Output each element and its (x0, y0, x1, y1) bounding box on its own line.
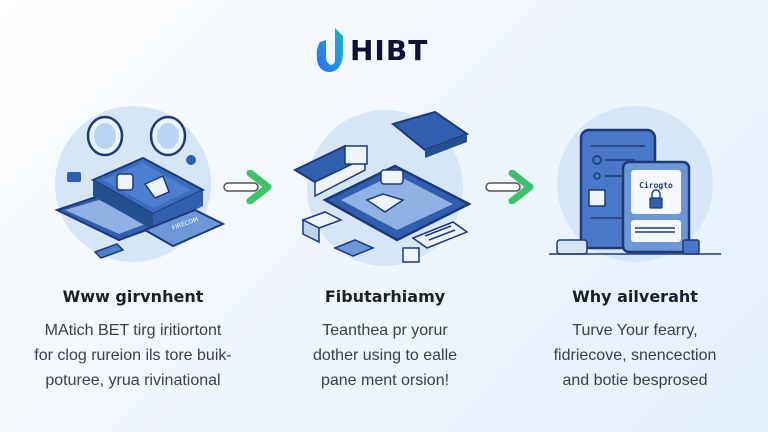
description-line: pane ment orsion! (320, 372, 450, 389)
description-line: poturee, yrua rivinational (45, 372, 221, 389)
description-line: and botie besprosed (562, 372, 708, 389)
hibt-logo: HIBT (316, 28, 428, 74)
arrow-right-icon (485, 170, 534, 204)
crypto-lock-devices-illustration: Cirogto (535, 100, 735, 275)
step-2-title: Fibutarhiamy (324, 287, 446, 306)
step-2: Fibutarhiamy Teanthea pr yorur dother us… (260, 100, 510, 393)
arrow-right-icon (223, 170, 272, 204)
description-line: dother using to ealle (312, 347, 458, 364)
brand-name: HIBT (350, 34, 429, 67)
step-1-title: Www girvnhent (62, 287, 204, 306)
description-line: Teanthea pr yorur (322, 322, 448, 339)
step-3-description: Turve Your fearry, fidriecove, snencecti… (554, 318, 717, 393)
hibt-drop-logo-icon (316, 28, 343, 72)
screen-label: Cirogto (639, 180, 673, 190)
isometric-platform-illustration (285, 100, 485, 275)
step-3: Cirogto Why ailveraht Turve Your fearry,… (510, 100, 760, 393)
description-line: MAtich BET tirg iritiortont (44, 322, 222, 339)
description-line: Turve Your fearry, (572, 322, 698, 339)
hardware-wallet-device-illustration: FIRECOM (33, 100, 233, 275)
description-line: fidriecove, snencection (553, 347, 717, 364)
step-1-description: MAtich BET tirg iritiortont for clog rur… (34, 318, 231, 393)
step-2-description: Teanthea pr yorur dother using to ealle … (313, 318, 457, 393)
step-3-title: Why ailveraht (572, 287, 698, 306)
step-1: FIRECOM Www girvnhent MAtich BET tirg ir… (8, 100, 258, 393)
description-line: for clog rureion ils tore buik- (34, 347, 232, 364)
